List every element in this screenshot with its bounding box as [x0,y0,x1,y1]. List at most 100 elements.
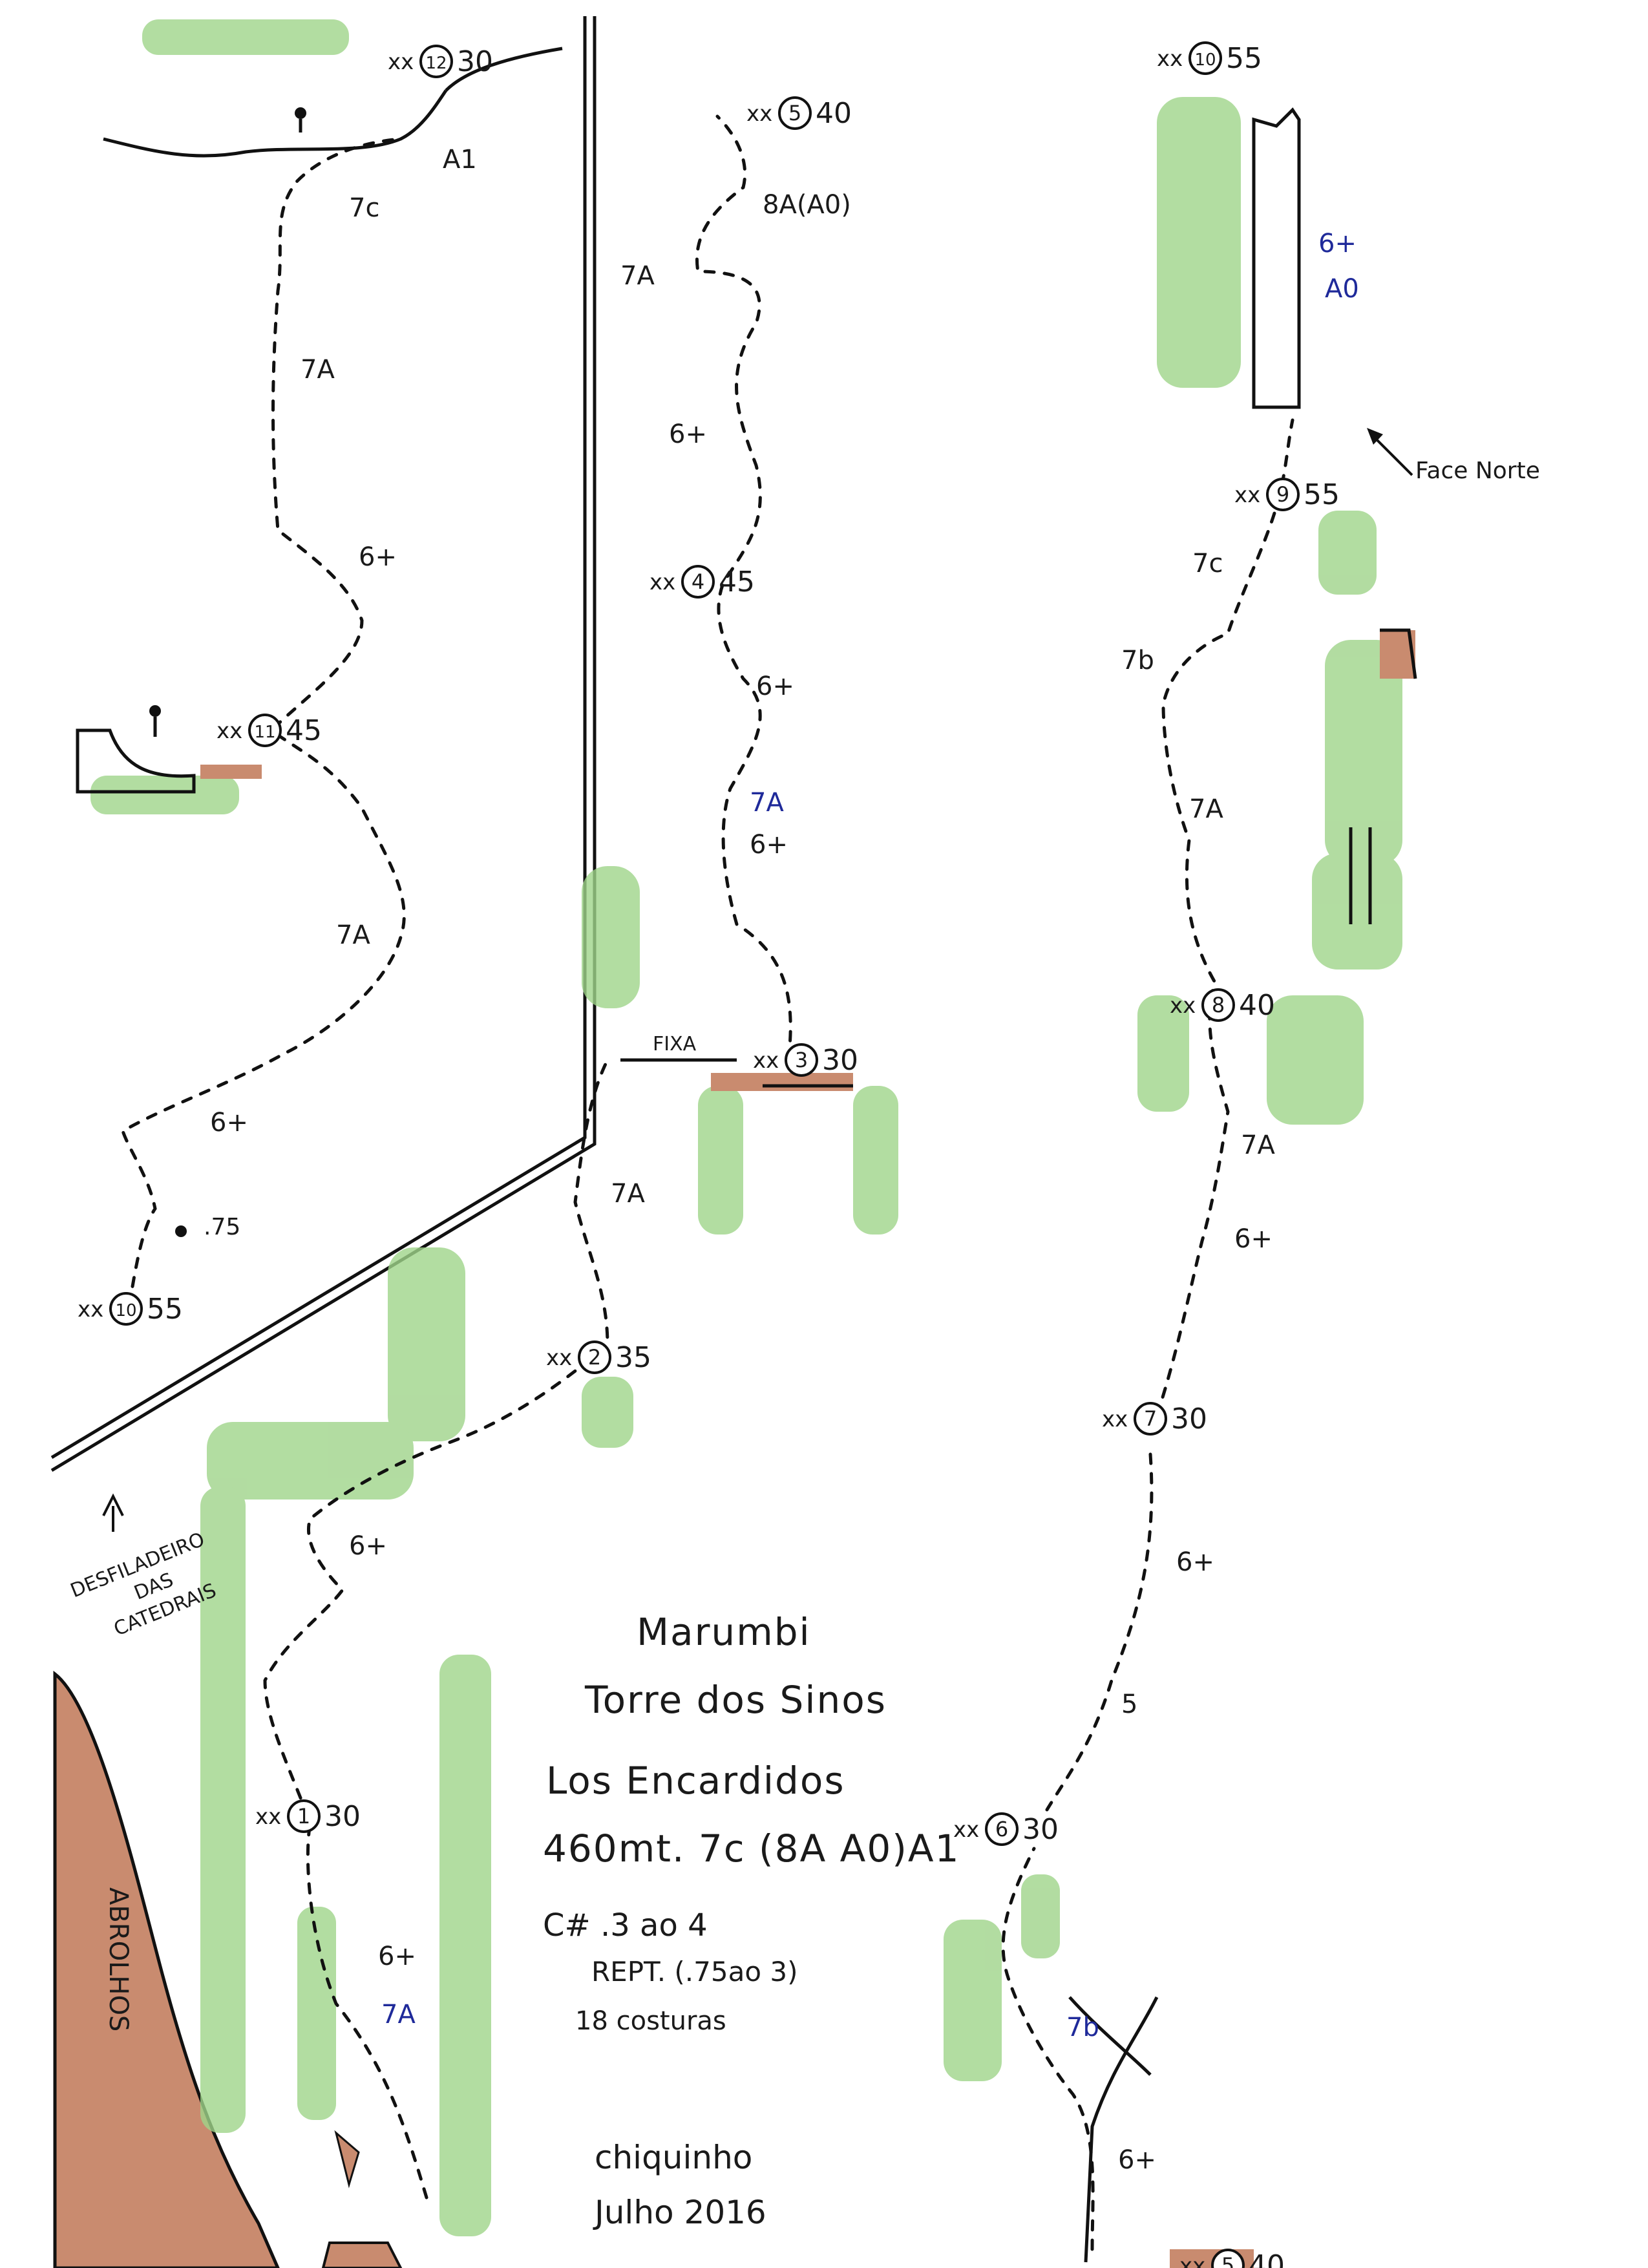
fixa-label: FIXA [653,1033,697,1055]
belay-bolts: xx [255,1804,281,1830]
belay-bolts: xx [217,718,242,744]
belay-circle-icon [681,565,715,599]
pitch-length: 30 [1022,1813,1059,1846]
rappel-anchor-icon [149,107,306,1237]
title-line-5: C# .3 ao 4 [543,1907,708,1944]
pitch-length: 40 [1249,2249,1285,2268]
pitch-grade: 7A [1241,1130,1275,1160]
pitch-grade: 6+ [1234,1224,1273,1254]
belay-number: 8 [1212,993,1225,1017]
pitch-length: 55 [1226,42,1262,75]
belay-circle-icon [248,714,282,747]
author-date: Julho 2016 [593,2194,766,2231]
belay-station: xx 10 55 [1157,41,1262,75]
belay-circle-icon [419,45,453,78]
pitch-length: 30 [324,1800,361,1833]
pitch-grade: 7A [750,788,784,818]
pitch-length: 35 [615,1341,651,1374]
title-block: Marumbi Torre dos Sinos Los Encardidos 4… [543,1610,958,2231]
pitch-grade: 6+ [1176,1547,1214,1577]
belay-bolts: xx [78,1297,103,1322]
pitch-grade: A0 [1325,274,1359,304]
abrolhos-rock [53,1670,403,2268]
belay-number: 3 [795,1048,808,1072]
belay-number: 10 [115,1301,136,1320]
pitch-length: 30 [457,45,493,78]
belay-circle-icon [1266,478,1300,511]
belay-circle-icon [287,1799,321,1833]
title-line-1: Marumbi [637,1610,811,1654]
belay-circle-icon [785,1043,818,1077]
pitch-grade: 6+ [210,1108,248,1138]
belay-station: xx 2 35 [546,1341,651,1374]
pitch-length: 45 [719,566,755,599]
pitch-grade: 6+ [378,1942,416,1971]
belay-bolts: xx [953,1817,979,1843]
vegetation [90,19,1402,2236]
pitch-grade: 5 [1121,1690,1137,1719]
belay-bolts: xx [753,1048,779,1074]
face-norte-label: Face Norte [1415,458,1540,484]
pitch-grade: 7A [1189,794,1223,824]
belay-number: 7 [1144,1406,1157,1431]
title-line-2: Torre dos Sinos [584,1678,887,1722]
pitch-grade: 6+ [1118,2145,1156,2175]
pitch-grade: 7A [301,355,335,385]
arrow-face-norte-icon [1367,428,1413,476]
belay-circle-icon [578,1341,611,1374]
belay-circle-icon [109,1292,143,1326]
belay-bolts: xx [1234,482,1260,508]
belay-circle-icon [1134,1402,1167,1436]
pitch-length: 55 [147,1293,183,1326]
belay-bolts: xx [1157,46,1183,72]
pitch-grade: 6+ [359,542,397,572]
belay-bolts: xx [746,101,772,127]
pitch-grade: 7A [620,261,655,291]
arrow-up-icon [102,1493,124,1532]
belay-number: 5 [1221,2253,1234,2268]
pitch-grade: 6+ [349,1531,387,1561]
pitch-grade: 7c [1192,549,1223,578]
pitch-length: 45 [286,714,322,747]
grades: 7c7A6+7A6+8A(A0)7A6+6+7A6+7A6+6+7A6+A07c… [210,190,1359,2175]
belay-bolts: xx [388,49,414,75]
cam-075-label: .75 [204,1214,240,1240]
pitch-grade: 6+ [756,672,794,701]
belay-bolts: xx [546,1345,572,1371]
author-name: chiquinho [595,2139,752,2176]
belay-number: 2 [588,1345,601,1370]
belay-circle-icon [1211,2249,1245,2268]
belay-circle-icon [1201,988,1235,1022]
pitch-length: 40 [1239,989,1275,1022]
belay-number: 12 [425,54,447,73]
belay-circle-icon [1188,41,1222,75]
belay-bolts: xx [1179,2253,1205,2268]
belay-number: 1 [297,1804,310,1828]
panel-divider [50,16,597,1472]
pitch-grade: 8A(A0) [763,190,851,220]
pitch-grade: 7c [349,193,379,223]
pitch-grade: 7A [381,2000,416,2030]
pitch-grade: 7b [1066,2013,1099,2042]
pitch-grade: 7b [1121,646,1154,675]
belay-station: xx 3 30 [753,1043,858,1077]
belay-number: 9 [1276,482,1289,507]
belay-circle-icon [985,1812,1019,1846]
pitch-length: 30 [822,1044,858,1077]
belay-station: xx 5 40 [1179,2249,1285,2268]
pitch-grade: 6+ [750,830,788,860]
a1-label: A1 [443,145,477,175]
belay-bolts: xx [1102,1406,1128,1432]
belay-bolts: xx [650,569,675,595]
belay-number: 10 [1194,50,1216,70]
belay-station: xx 1 30 [255,1799,361,1833]
pitch-grade: 6+ [669,419,707,449]
